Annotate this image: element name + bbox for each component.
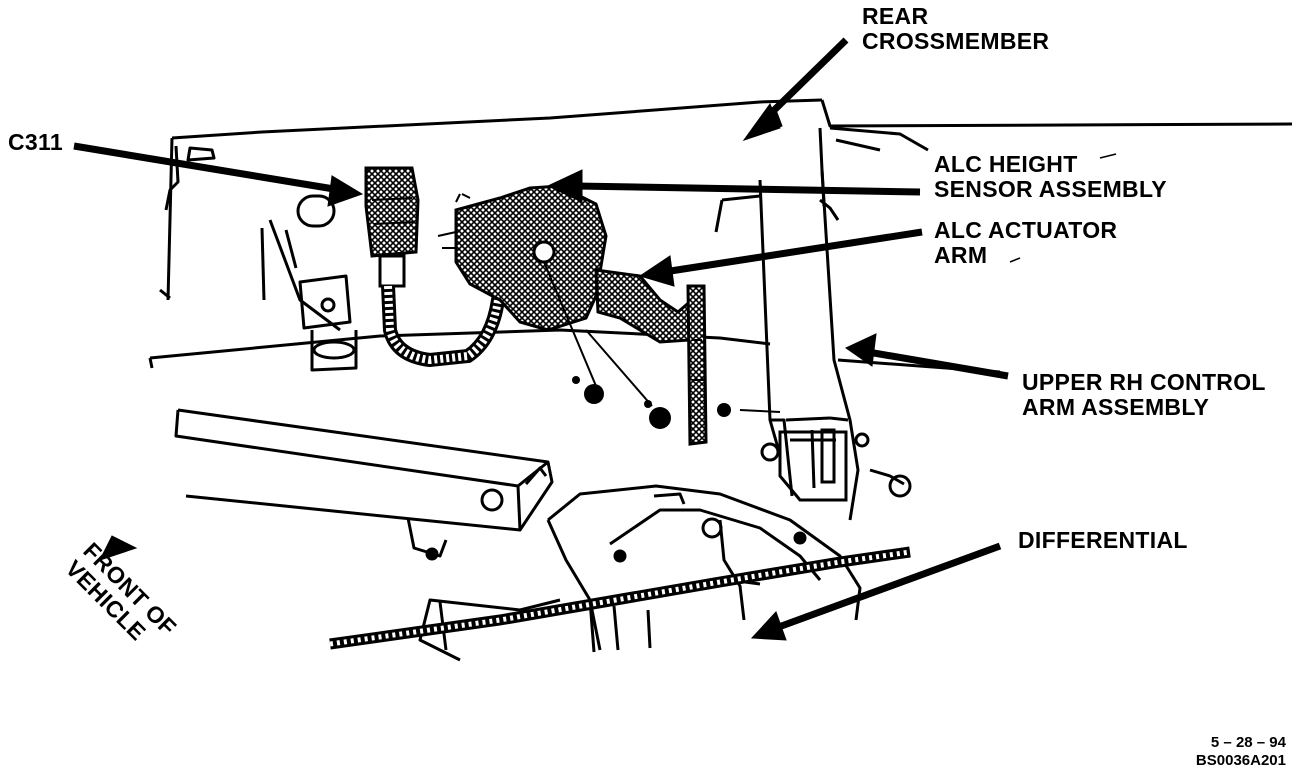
alc-height-sensor-label-line2: SENSOR ASSEMBLY	[934, 176, 1167, 202]
alc-height-sensor-label-line1: ALC HEIGHT	[934, 151, 1078, 177]
figure-footer: 5 – 28 – 94 BS0036A201	[1196, 734, 1286, 770]
differential-label: DIFFERENTIAL	[1018, 527, 1188, 553]
upper-rh-control-arm-label: UPPER RH CONTROL ARM ASSEMBLY	[1022, 370, 1266, 420]
alc-height-sensor-drawing	[437, 184, 781, 446]
alc-actuator-arm-label-line1: ALC ACTUATOR	[934, 217, 1118, 243]
leader-arrows	[73, 37, 1009, 641]
upper-rh-control-arm-label-line2: ARM ASSEMBLY	[1022, 394, 1210, 420]
alc-height-sensor-label: ALC HEIGHT SENSOR ASSEMBLY	[934, 152, 1167, 202]
rear-crossmember-label-line1: REAR	[862, 3, 929, 29]
differential-drawing	[418, 484, 862, 662]
control-arm-bracket-drawing	[760, 428, 912, 502]
alc-actuator-arm-label: ALC ACTUATOR ARM	[934, 218, 1117, 268]
alc-actuator-arm-label-line2: ARM	[934, 242, 988, 268]
lower-control-arm-drawing	[174, 408, 554, 561]
c311-connector-drawing	[364, 166, 523, 368]
figure-date: 5 – 28 – 94	[1210, 734, 1286, 751]
c311-label: C311	[8, 129, 63, 155]
rear-crossmember-label-line2: CROSSMEMBER	[862, 28, 1050, 54]
rear-crossmember-label: REAR CROSSMEMBER	[862, 4, 1049, 54]
upper-rh-control-arm-label-line1: UPPER RH CONTROL	[1022, 369, 1266, 395]
figure-code: BS0036A201	[1195, 752, 1286, 769]
